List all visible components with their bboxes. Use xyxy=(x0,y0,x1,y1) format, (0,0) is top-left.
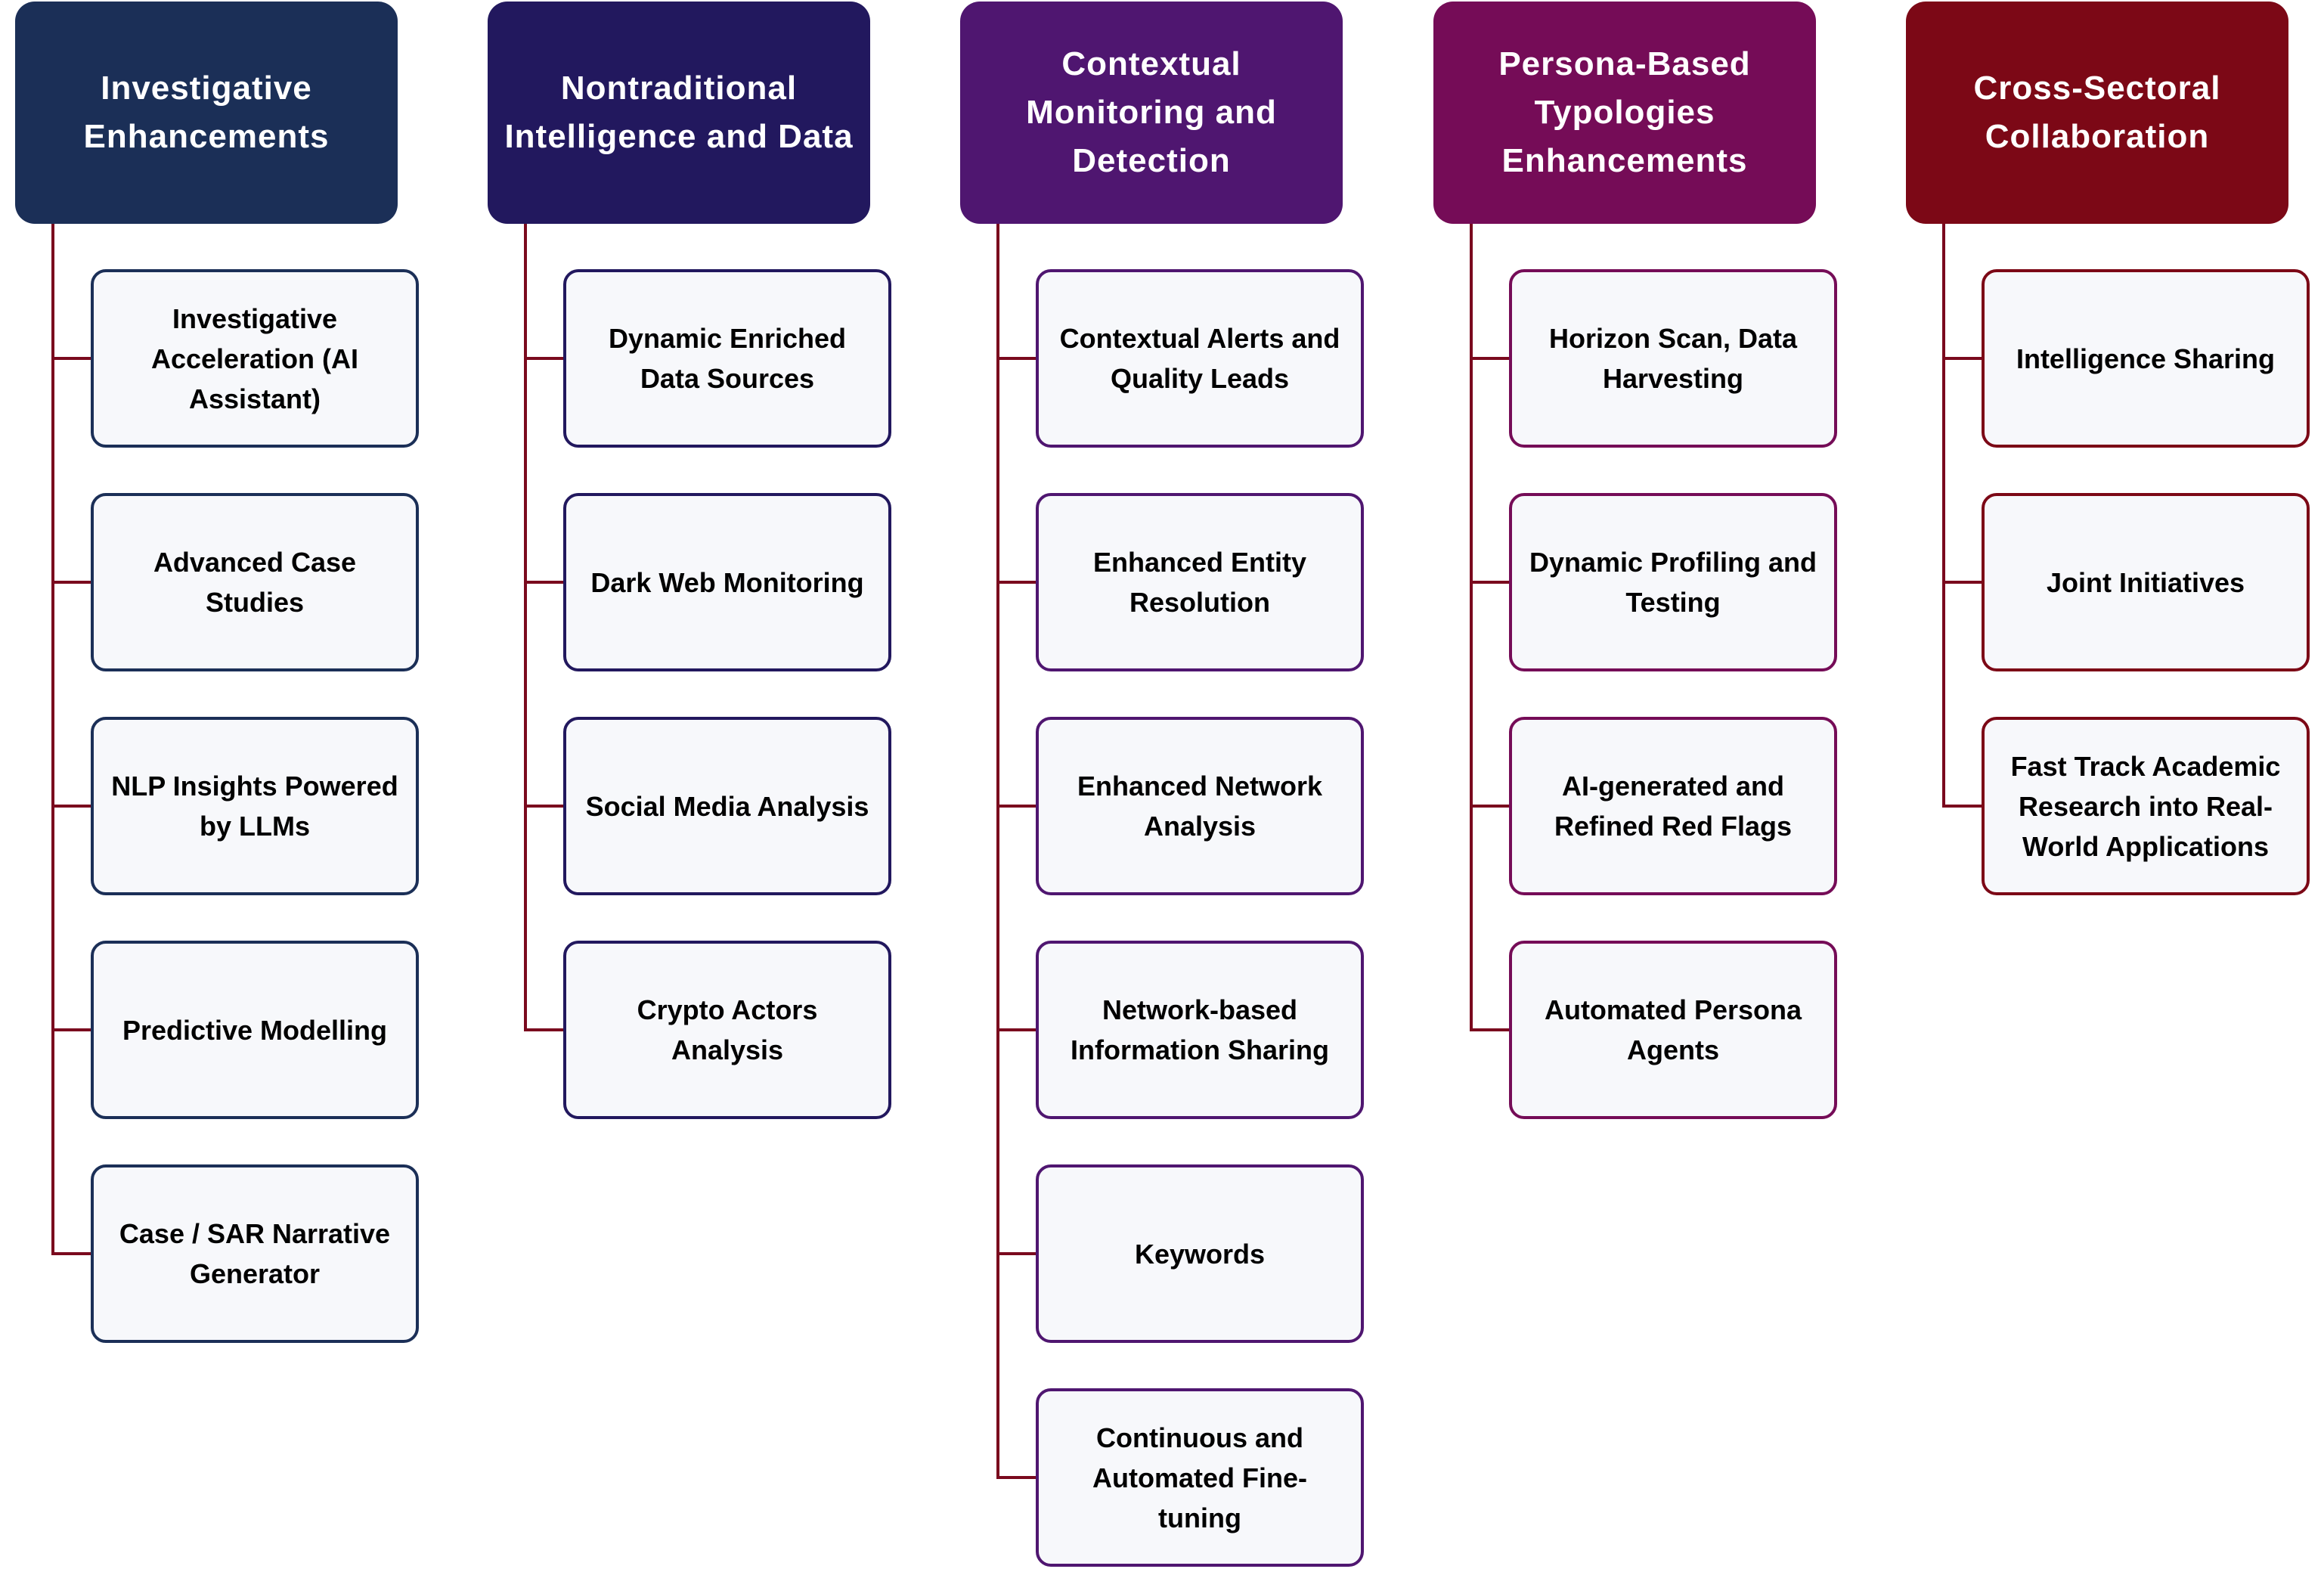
item-box: Dark Web Monitoring xyxy=(563,493,891,671)
item-box: Enhanced Entity Resolution xyxy=(1036,493,1364,671)
item-box: Enhanced Network Analysis xyxy=(1036,717,1364,895)
column-header: Investigative Enhancements xyxy=(15,2,398,224)
item-box: AI-generated and Refined Red Flags xyxy=(1509,717,1837,895)
column-header: Nontraditional Intelligence and Data xyxy=(488,2,870,224)
item-box: Fast Track Academic Research into Real-W… xyxy=(1982,717,2310,895)
item-box: Keywords xyxy=(1036,1164,1364,1343)
column-header: Persona-Based Typologies Enhancements xyxy=(1433,2,1816,224)
item-box: Social Media Analysis xyxy=(563,717,891,895)
item-box: Crypto Actors Analysis xyxy=(563,941,891,1119)
item-box: Predictive Modelling xyxy=(91,941,419,1119)
item-box: Automated Persona Agents xyxy=(1509,941,1837,1119)
column-header: Cross-Sectoral Collaboration xyxy=(1906,2,2288,224)
item-box: Dynamic Profiling and Testing xyxy=(1509,493,1837,671)
item-box: Advanced Case Studies xyxy=(91,493,419,671)
item-box: Continuous and Automated Fine-tuning xyxy=(1036,1388,1364,1567)
item-box: Investigative Acceleration (AI Assistant… xyxy=(91,269,419,448)
item-box: Horizon Scan, Data Harvesting xyxy=(1509,269,1837,448)
item-box: Network-based Information Sharing xyxy=(1036,941,1364,1119)
item-box: Dynamic Enriched Data Sources xyxy=(563,269,891,448)
item-box: Joint Initiatives xyxy=(1982,493,2310,671)
item-box: Contextual Alerts and Quality Leads xyxy=(1036,269,1364,448)
item-box: NLP Insights Powered by LLMs xyxy=(91,717,419,895)
item-box: Case / SAR Narrative Generator xyxy=(91,1164,419,1343)
item-box: Intelligence Sharing xyxy=(1982,269,2310,448)
column-header: Contextual Monitoring and Detection xyxy=(960,2,1343,224)
